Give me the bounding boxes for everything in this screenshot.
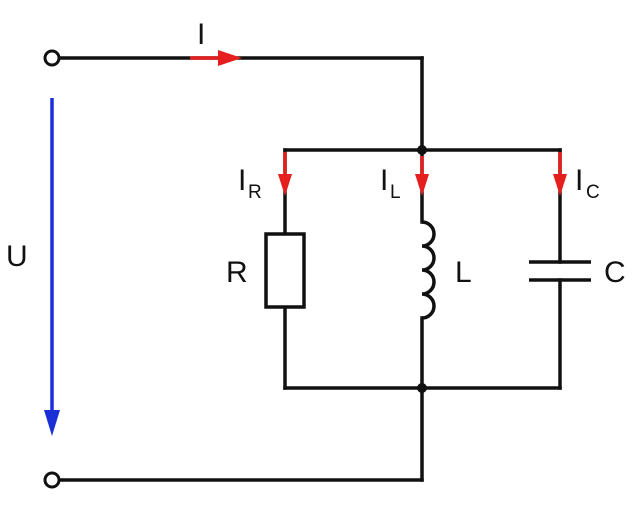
top-terminal [43,49,61,67]
capacitor-label: C [604,256,626,289]
current-l-label: I [380,164,388,197]
voltage-arrow [44,98,60,436]
source-current-arrow [190,50,242,66]
inductor-label: L [455,256,472,289]
current-c-arrow [553,152,567,196]
top-junction-dot [417,145,427,155]
capacitor-symbol [529,260,591,282]
current-r-arrow [278,152,292,196]
source-current-label: I [197,18,205,51]
current-l-subscript: L [390,182,401,203]
current-r-label: I [238,164,246,197]
current-l-arrow [415,156,429,196]
current-c-label: I [575,164,583,197]
bottom-junction-dot [417,383,427,393]
resistor-label: R [226,256,248,289]
wires [58,56,562,482]
bottom-terminal [43,471,61,489]
inductor-symbol [421,220,436,320]
current-r-subscript: R [248,182,262,203]
resistor-symbol [264,232,306,309]
current-c-subscript: C [586,182,600,203]
voltage-label: U [6,240,28,273]
